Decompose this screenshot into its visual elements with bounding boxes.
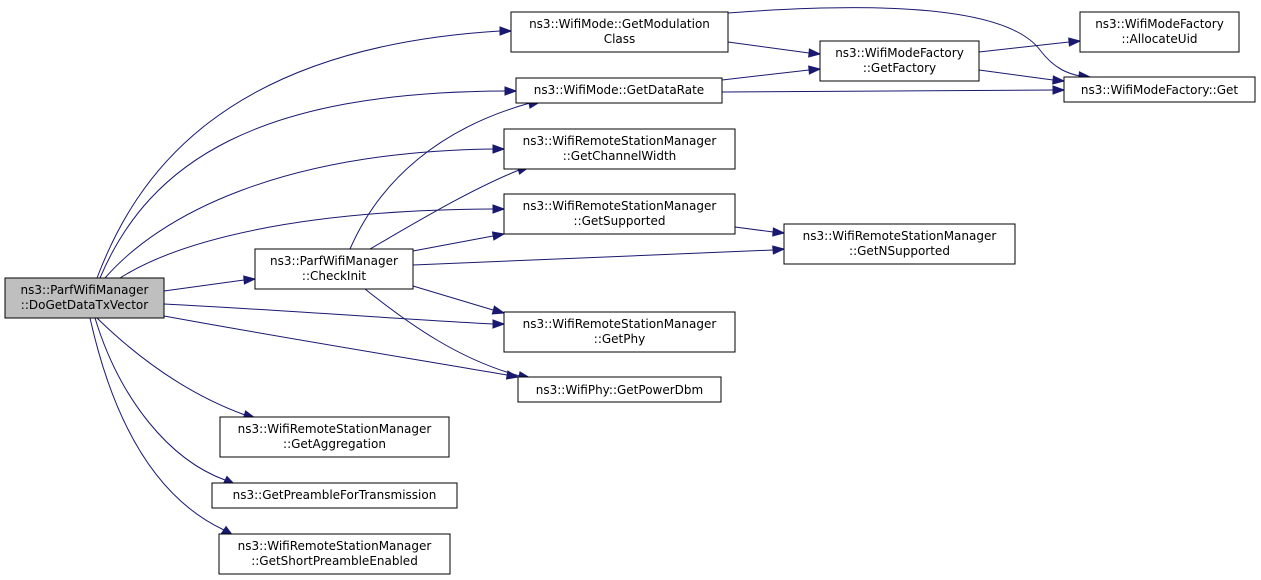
arrowhead [1052, 85, 1066, 95]
node-wifimodefactory-getfactory[interactable]: ns3::WifiModeFactory ::GetFactory [819, 40, 980, 82]
edge-modclass-to-getfactory [727, 41, 822, 58]
edge-line [721, 89, 1054, 93]
edge-line [349, 102, 531, 250]
arrowhead [492, 319, 506, 329]
edge-checkinit-to-nsupported [412, 245, 786, 266]
node-wifimode-getmodulationclass[interactable]: ns3::WifiMode::GetModulation Class [510, 11, 729, 53]
node-wifiphy-getpowerdbm[interactable]: ns3::WifiPhy::GetPowerDbm [517, 376, 722, 403]
edge-supported-to-nsupported [734, 226, 786, 237]
arrowhead [772, 245, 786, 255]
edge-line [364, 288, 521, 377]
edge-line [734, 226, 774, 233]
node-rsm-getshortpreambleenabled[interactable]: ns3::WifiRemoteStationManager ::GetShort… [218, 533, 451, 575]
edge-root-to-chwidth [104, 144, 506, 279]
arrowhead [1068, 37, 1082, 47]
edge-line [163, 303, 494, 325]
arrowhead [243, 275, 257, 285]
node-label-line: ns3::WifiRemoteStationManager [523, 317, 717, 331]
arrowhead [491, 231, 506, 241]
node-label-line: ns3::ParfWifiManager [21, 283, 149, 297]
edge-getfactory-to-allocuid [978, 37, 1082, 53]
node-label-line: ::GetPhy [594, 332, 645, 346]
node-label-line: ns3::WifiModeFactory [835, 46, 964, 60]
edge-line [163, 315, 508, 376]
node-label-line: ::GetNSupported [849, 244, 950, 258]
node-label-line: ns3::WifiRemoteStationManager [238, 539, 432, 553]
arrowhead [772, 227, 786, 237]
edge-line [978, 41, 1070, 53]
node-label-line: ::GetChannelWidth [563, 149, 677, 163]
node-rsm-getsupported[interactable]: ns3::WifiRemoteStationManager ::GetSuppo… [503, 193, 736, 235]
edge-root-to-powerdbm [163, 315, 520, 380]
edge-datarate-to-getfactory [721, 65, 822, 81]
node-label-line: ns3::ParfWifiManager [270, 254, 398, 268]
edge-line [99, 90, 506, 279]
edge-root-to-datarate [99, 86, 518, 279]
edge-line [96, 30, 501, 279]
node-label-line: ns3::WifiRemoteStationManager [523, 199, 717, 213]
node-label-line: ns3::WifiRemoteStationManager [238, 422, 432, 436]
node-label-line: ::GetShortPreambleEnabled [251, 554, 418, 568]
arrowhead [492, 204, 506, 214]
arrowhead [499, 26, 513, 36]
edge-line [119, 208, 494, 279]
node-parf-checkinit[interactable]: ns3::ParfWifiManager ::CheckInit [254, 248, 414, 290]
node-label-line: ns3::GetPreambleForTransmission [233, 488, 437, 502]
node-rsm-getnsupported[interactable]: ns3::WifiRemoteStationManager ::GetNSupp… [783, 223, 1016, 265]
edge-line [412, 249, 774, 266]
edge-line [163, 279, 245, 292]
node-label-line: ns3::WifiModeFactory::Get [1081, 83, 1238, 97]
edge-root-to-aggregation [96, 317, 257, 420]
edge-line [412, 235, 494, 252]
arrowhead [808, 48, 822, 58]
node-label-line: ::DoGetDataTxVector [21, 298, 148, 312]
node-label-line: ns3::WifiRemoteStationManager [803, 229, 997, 243]
edge-checkinit-to-getphy [412, 285, 506, 315]
arrowhead [1052, 75, 1066, 85]
node-label-line: ::GetFactory [863, 61, 936, 75]
arrowhead [504, 86, 518, 96]
edge-line [412, 285, 494, 311]
node-rsm-getphy[interactable]: ns3::WifiRemoteStationManager ::GetPhy [503, 311, 736, 353]
node-label-line: ::AllocateUid [1121, 32, 1197, 46]
edge-line [978, 69, 1054, 81]
node-label-line: ns3::WifiMode::GetDataRate [534, 83, 704, 97]
node-getpreamblefortransmission[interactable]: ns3::GetPreambleForTransmission [211, 482, 458, 509]
edge-line [721, 69, 810, 81]
edge-root-to-supported [119, 204, 506, 279]
node-label-line: ns3::WifiRemoteStationManager [523, 134, 717, 148]
edge-line [89, 317, 225, 531]
node-label-line: ns3::WifiModeFactory [1095, 17, 1224, 31]
edge-line [96, 317, 246, 416]
edge-line [94, 317, 226, 481]
node-parf-dogetdatatxvector[interactable]: ns3::ParfWifiManager ::DoGetDataTxVector [4, 277, 165, 319]
node-label-line: ::GetSupported [574, 214, 666, 228]
edge-line [369, 169, 520, 250]
arrowhead [491, 305, 506, 315]
node-wifimodefactory-get[interactable]: ns3::WifiModeFactory::Get [1063, 76, 1256, 103]
node-label-line: ns3::WifiMode::GetModulation [529, 17, 710, 31]
edge-getfactory-to-factoryget [978, 69, 1066, 85]
edge-root-to-getphy [163, 303, 506, 329]
edge-line [104, 148, 494, 279]
node-rsm-getaggregation[interactable]: ns3::WifiRemoteStationManager ::GetAggre… [219, 416, 450, 458]
node-label-line: ::GetAggregation [283, 437, 386, 451]
node-label-line: Class [604, 32, 636, 46]
edge-datarate-to-factoryget [721, 85, 1066, 95]
edge-checkinit-to-supported [412, 231, 506, 252]
node-rsm-getchannelwidth[interactable]: ns3::WifiRemoteStationManager ::GetChann… [503, 128, 736, 170]
node-label-line: ns3::WifiPhy::GetPowerDbm [536, 383, 703, 397]
arrowhead [492, 144, 506, 154]
arrowhead [808, 65, 822, 75]
node-label-line: ::CheckInit [302, 269, 366, 283]
edge-root-to-checkinit [163, 275, 257, 292]
node-wifimodefactory-allocateuid[interactable]: ns3::WifiModeFactory ::AllocateUid [1079, 11, 1240, 53]
edge-line [727, 7, 1081, 77]
edge-line [727, 41, 810, 54]
edge-root-to-modclass [96, 26, 513, 279]
node-wifimode-getdatarate[interactable]: ns3::WifiMode::GetDataRate [515, 77, 723, 104]
